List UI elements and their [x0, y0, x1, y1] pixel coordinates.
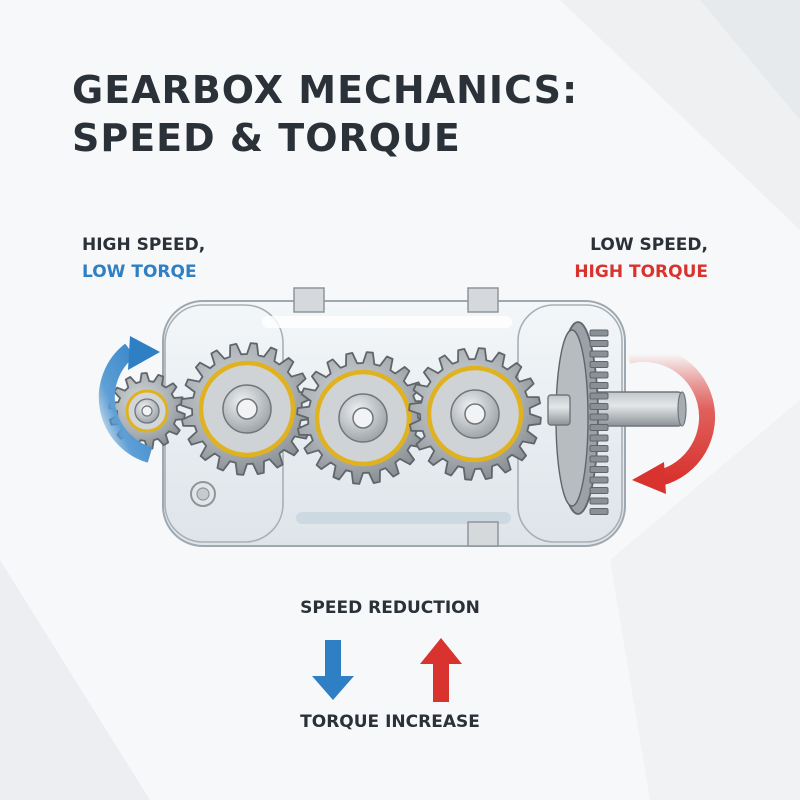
gear-icon [296, 351, 430, 485]
output-side-label: LOW SPEED, HIGH TORQUE [574, 232, 708, 286]
output-torque-text: HIGH TORQUE [574, 262, 708, 282]
title-line-2: SPEED & TORQUE [72, 116, 461, 160]
input-rotation-arrow-icon [98, 336, 160, 463]
input-speed-text: HIGH SPEED, [82, 235, 206, 255]
mounting-tab-icon [467, 287, 499, 313]
torque-increase-caption: TORQUE INCREASE [300, 712, 480, 732]
input-side-label: HIGH SPEED, LOW TORQE [82, 232, 205, 286]
speed-down-arrow-icon [312, 640, 354, 700]
mounting-tab-icon [467, 521, 499, 547]
gear-icon [108, 372, 186, 450]
speed-reduction-caption: SPEED REDUCTION [300, 598, 480, 618]
gear-icon [180, 342, 314, 476]
torque-up-arrow-icon [420, 638, 462, 702]
output-speed-text: LOW SPEED, [590, 235, 708, 255]
output-gear-icon [547, 321, 609, 515]
page-title: GEARBOX MECHANICS: SPEED & TORQUE [72, 66, 578, 162]
mounting-tab-icon [293, 287, 325, 313]
input-torque-text: LOW TORQE [82, 262, 197, 282]
title-line-1: GEARBOX MECHANICS: [72, 68, 579, 112]
gear-icon [408, 347, 542, 481]
gear-train [108, 321, 609, 515]
output-rotation-arrow-icon [625, 346, 715, 494]
